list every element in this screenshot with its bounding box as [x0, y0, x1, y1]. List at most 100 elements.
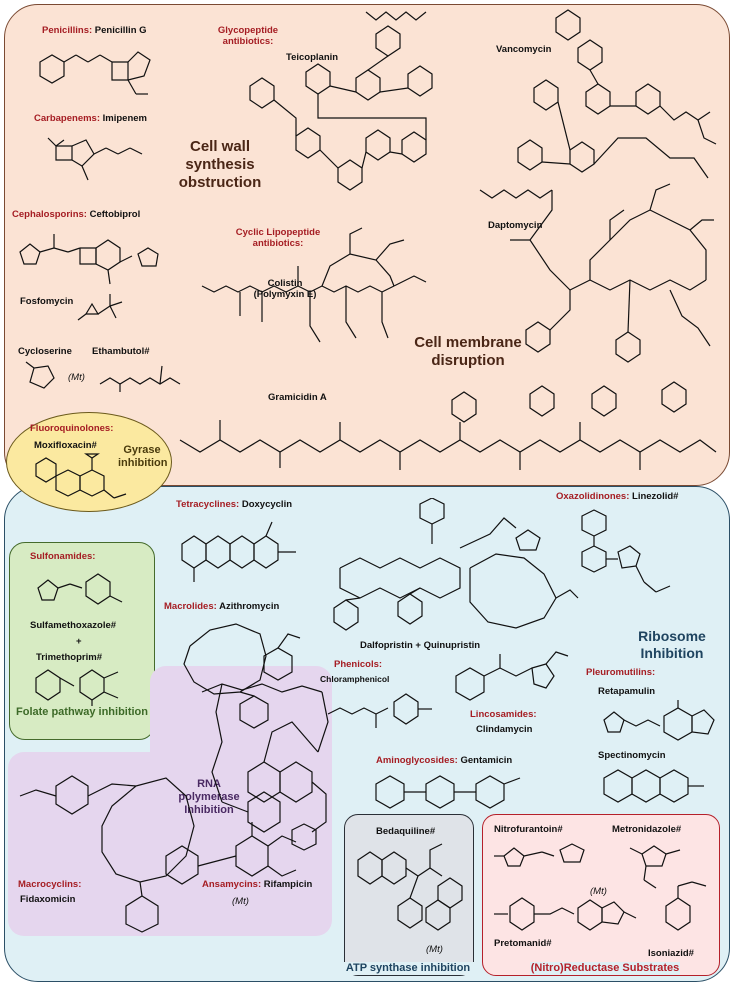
rifampicin-structure — [182, 672, 334, 878]
cephalosporins-drug: Ceftobiprol — [89, 209, 141, 220]
folate-region — [9, 542, 155, 740]
atp-mt-note: (Mt) — [426, 944, 443, 955]
cycloserine-structure — [18, 358, 64, 392]
sulfamethoxazole-label: Sulfamethoxazole# — [30, 620, 117, 631]
penicillins-drug: Penicillin G — [94, 25, 147, 36]
teicoplanin-label: Teicoplanin — [286, 52, 339, 63]
pretomanid-label: Pretomanid# — [494, 938, 552, 949]
fosfomycin-label: Fosfomycin — [20, 296, 74, 307]
trimethoprim-structure — [26, 664, 146, 708]
bedaquiline-structure — [352, 840, 470, 944]
gramicidin-label: Gramicidin A — [268, 392, 327, 403]
trimethoprim-label: Trimethoprim# — [36, 652, 102, 663]
chloramphenicol-structure — [322, 684, 452, 734]
imipenem-structure — [38, 128, 158, 188]
nitrofurantoin-label: Nitrofurantoin# — [494, 824, 563, 835]
colistin-structure — [200, 226, 436, 384]
isoniazid-structure — [656, 878, 720, 942]
atp-region — [344, 814, 474, 976]
sulfamethoxazole-structure — [30, 568, 130, 614]
moxifloxacin-label: Moxifloxacin# — [34, 440, 97, 451]
reductase-region — [482, 814, 720, 976]
macrolides-label: Macrolides: Azithromycin — [164, 601, 280, 613]
cycloserine-mt-note: (Mt) — [68, 372, 85, 383]
folate-title: Folate pathway inhibition — [16, 706, 148, 718]
penicillin-g-structure — [32, 40, 162, 102]
cephalosporins-label: Cephalosporins: Ceftobiprol — [12, 209, 141, 221]
rna-mt-note: (Mt) — [232, 896, 249, 907]
tetracyclines-drug: Doxycyclin — [241, 499, 293, 510]
cell-wall-region — [4, 4, 730, 486]
chloramphenicol-label: Chloramphenicol — [320, 674, 390, 684]
macrolides-drug: Azithromycin — [219, 601, 280, 612]
ethambutol-structure — [96, 358, 186, 394]
oxazolidinones-label: Oxazolidinones: Linezolid# — [556, 491, 679, 503]
ansamycins-drug: Rifampicin — [263, 879, 313, 890]
daptomycin-structure — [470, 180, 720, 390]
linezolid-structure — [574, 506, 684, 606]
macrocyclins-class: Macrocyclins: — [18, 879, 82, 890]
ethambutol-label: Ethambutol# — [92, 346, 150, 357]
oxazolidinones-class: Oxazolidinones: — [556, 491, 630, 502]
fidaxomicin-label: Fidaxomicin — [20, 894, 76, 905]
metronidazole-structure — [622, 836, 702, 892]
fidaxomicin-structure — [16, 756, 320, 936]
fluoroquinolones-class: Fluoroquinolones: — [30, 423, 114, 434]
streptogramins-label: Dalfopristin + Quinupristin — [360, 640, 481, 651]
colistin-label: Colistin (Polymyxin E) — [253, 278, 317, 300]
reductase-mt-note: (Mt) — [590, 886, 607, 897]
moxifloxacin-structure — [30, 450, 140, 512]
cephalosporins-class: Cephalosporins: — [12, 209, 87, 220]
clindamycin-structure — [446, 646, 576, 710]
vancomycin-structure — [494, 8, 724, 204]
nitrofurantoin-structure — [490, 836, 610, 870]
retapamulin-label: Retapamulin — [598, 686, 656, 697]
gramicidin-structure — [176, 370, 722, 488]
pleuromutilins-class: Pleuromutilins: — [586, 667, 656, 678]
carbapenems-class: Carbapenems: — [34, 113, 100, 124]
aminoglycosides-class: Aminoglycosides: — [376, 755, 458, 766]
macrolides-class: Macrolides: — [164, 601, 217, 612]
streptogramin-structure — [320, 498, 580, 638]
penicillins-label: Penicillins: Penicillin G — [42, 25, 147, 37]
gentamicin-structure — [364, 770, 534, 816]
carbapenems-drug: Imipenem — [102, 113, 147, 124]
carbapenems-label: Carbapenems: Imipenem — [34, 113, 147, 125]
teicoplanin-structure — [226, 8, 456, 208]
fosfomycin-structure — [74, 286, 134, 326]
lipopeptide-class: Cyclic Lipopeptide antibiotics: — [235, 227, 321, 249]
daptomycin-label: Daptomycin — [488, 220, 543, 231]
rna-title: RNA polymerase Inhibition — [178, 778, 240, 817]
azithromycin-structure — [170, 616, 310, 736]
cycloserine-label: Cycloserine — [18, 346, 72, 357]
isoniazid-label: Isoniazid# — [648, 948, 694, 959]
spectinomycin-structure — [596, 764, 722, 812]
folate-plus: + — [76, 636, 82, 647]
pretomanid-structure — [490, 892, 640, 936]
vancomycin-label: Vancomycin — [496, 44, 552, 55]
spectinomycin-label: Spectinomycin — [598, 750, 666, 761]
phenicols-class: Phenicols: — [334, 659, 383, 670]
penicillins-class: Penicillins: — [42, 25, 93, 36]
glycopeptide-class: Glycopeptide antibiotics: — [217, 25, 279, 47]
sulfonamides-class: Sulfonamides: — [30, 551, 96, 562]
membrane-title: Cell membrane disruption — [414, 334, 522, 369]
clindamycin-label: Clindamycin — [476, 724, 533, 735]
ansamycins-label: Ansamycins: Rifampicin — [202, 879, 313, 891]
tetracyclines-class: Tetracyclines: — [176, 499, 240, 510]
bedaquiline-label: Bedaquiline# — [376, 826, 436, 837]
oxazolidinones-drug: Linezolid# — [632, 491, 679, 502]
reductase-title: (Nitro)Reductase Substrates — [530, 962, 680, 976]
retapamulin-structure — [600, 700, 720, 750]
gyrase-region — [6, 412, 172, 512]
atp-title: ATP synthase inhibition — [334, 962, 482, 976]
ceftobiprol-structure — [10, 222, 170, 292]
metronidazole-label: Metronidazole# — [612, 824, 682, 835]
lincosamides-class: Lincosamides: — [470, 709, 537, 720]
tetracyclines-label: Tetracyclines: Doxycyclin — [176, 499, 293, 511]
cell-wall-title: Cell wall synthesis obstruction — [178, 138, 262, 191]
aminoglycosides-label: Aminoglycosides: Gentamicin — [376, 755, 512, 767]
gyrase-title: Gyrase inhibition — [118, 444, 168, 470]
ansamycins-class: Ansamycins: — [202, 879, 262, 890]
